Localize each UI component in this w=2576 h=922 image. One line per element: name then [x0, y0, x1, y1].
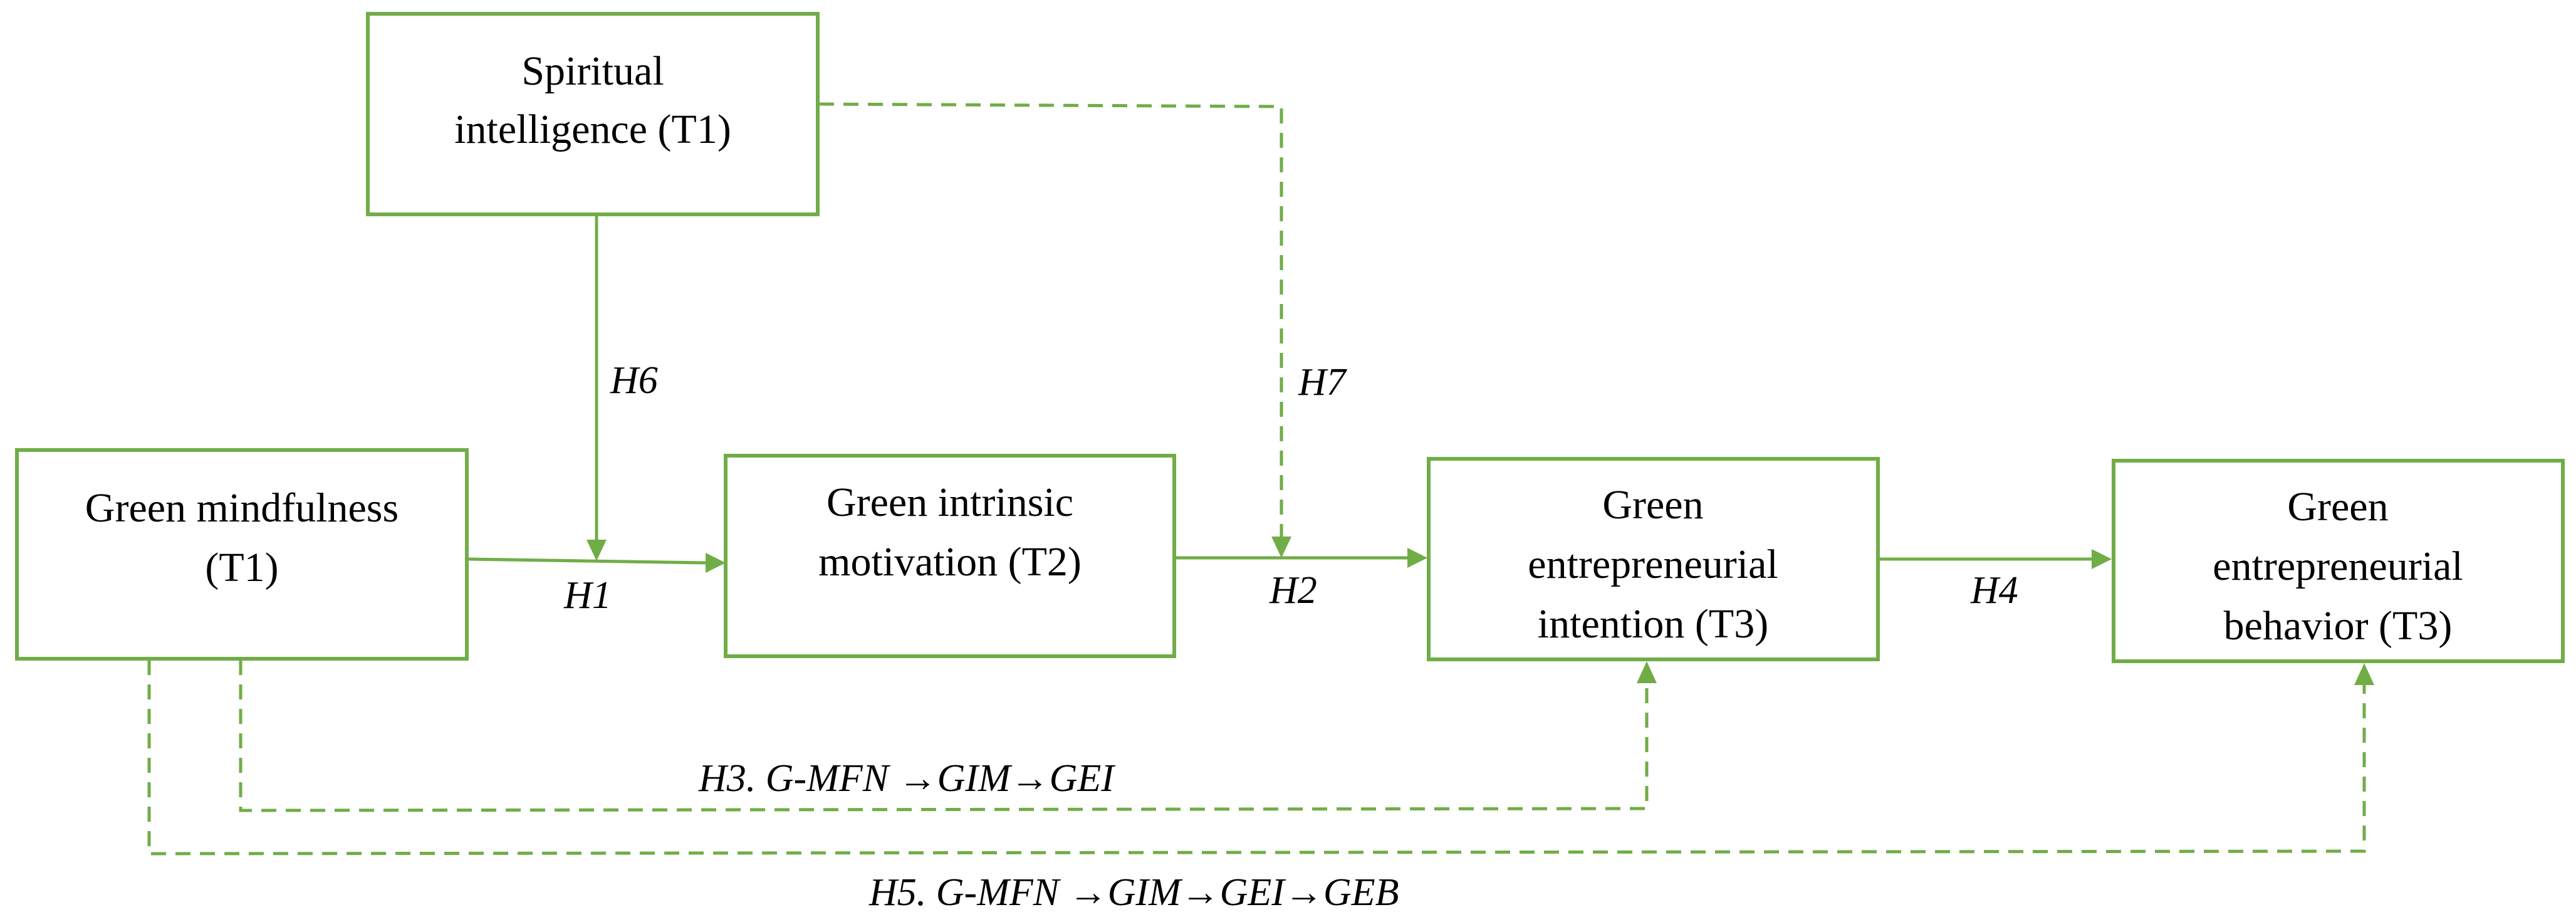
arrowhead-h4 — [2092, 549, 2112, 569]
node-green-entrepreneurial-intention-line-1: Green — [1602, 482, 1703, 528]
node-green-entrepreneurial-intention: Green entrepreneurial intention (T3) — [1427, 457, 1880, 661]
node-green-mindfulness: Green mindfulness (T1) — [15, 448, 469, 661]
label-h6: H6 — [610, 359, 658, 402]
node-green-entrepreneurial-intention-line-3: intention (T3) — [1538, 601, 1768, 647]
node-green-entrepreneurial-behavior: Green entrepreneurial behavior (T3) — [2112, 459, 2565, 663]
node-green-mindfulness-line-1: Green mindfulness — [85, 485, 399, 531]
node-green-mindfulness-line-2: (T1) — [205, 545, 278, 590]
arrowhead-h1 — [706, 553, 726, 573]
edge-h1 — [468, 557, 707, 565]
node-green-intrinsic-motivation-line-2: motivation (T2) — [818, 539, 1082, 585]
label-h1: H1 — [563, 574, 612, 617]
node-spiritual-intelligence-line-2: intelligence (T1) — [454, 107, 731, 152]
label-h7: H7 — [1298, 361, 1348, 404]
edge-h3 — [239, 660, 1649, 812]
edge-h7 — [818, 102, 1283, 538]
edge-h5 — [147, 660, 2366, 856]
label-h2: H2 — [1269, 569, 1317, 612]
node-green-entrepreneurial-behavior-line-2: entrepreneurial — [2213, 543, 2463, 589]
node-spiritual-intelligence: Spiritual intelligence (T1) — [366, 12, 820, 216]
arrowhead-h5 — [2354, 663, 2374, 685]
arrowhead-h2 — [1407, 548, 1427, 568]
node-green-entrepreneurial-behavior-line-1: Green — [2287, 484, 2388, 530]
node-green-entrepreneurial-behavior-line-3: behavior (T3) — [2224, 603, 2453, 649]
arrowhead-h7 — [1271, 537, 1291, 558]
arrowhead-h6 — [587, 540, 607, 561]
arrowhead-h3 — [1637, 661, 1657, 683]
label-h5: H5. G-MFN →GIM→GEI→GEB — [868, 871, 1399, 914]
node-green-entrepreneurial-intention-line-2: entrepreneurial — [1528, 542, 1778, 587]
node-green-intrinsic-motivation: Green intrinsic motivation (T2) — [724, 454, 1176, 658]
node-green-intrinsic-motivation-line-1: Green intrinsic — [827, 479, 1073, 525]
label-h3: H3. G-MFN →GIM→GEI — [698, 757, 1116, 800]
node-spiritual-intelligence-line-1: Spiritual — [521, 48, 664, 94]
label-h4: H4 — [1970, 569, 2018, 612]
